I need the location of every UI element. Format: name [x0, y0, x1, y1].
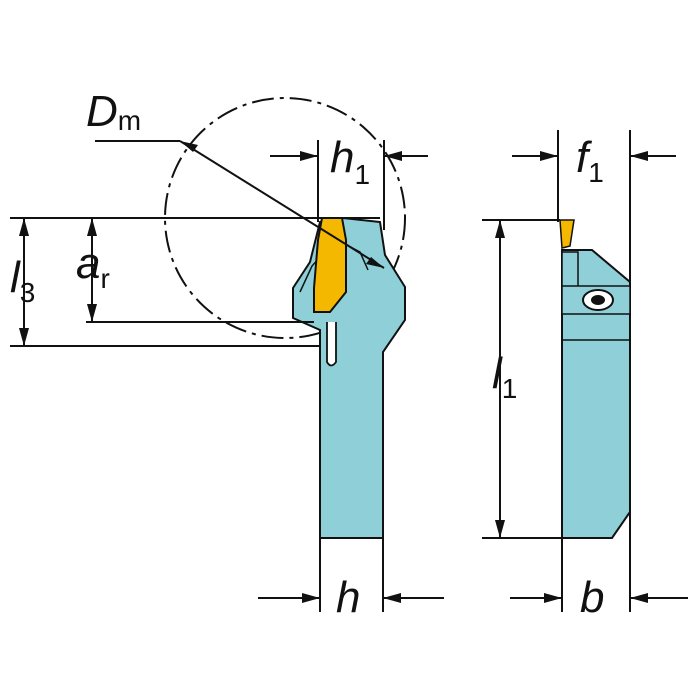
label-f1: f1: [576, 133, 604, 188]
b-arrowhead-left: [544, 593, 562, 603]
side-insert: [559, 219, 575, 249]
ar-arrowhead-top: [87, 218, 97, 236]
l3-arrowhead-bottom: [19, 328, 29, 346]
holder-shank: [292, 216, 406, 539]
h1-arrowhead-right: [384, 151, 402, 161]
label-ar: ar: [76, 239, 110, 294]
f1-arrowhead-left: [540, 151, 558, 161]
label-l3: l3: [10, 253, 35, 308]
h-arrowhead-left: [302, 593, 320, 603]
label-h1: h1: [330, 133, 370, 190]
label-h: h: [336, 573, 360, 622]
h-arrowhead-right: [383, 593, 401, 603]
dm-arrowhead-start: [180, 141, 198, 152]
ar-arrowhead-bottom: [87, 304, 97, 322]
label-dm: Dm: [86, 87, 141, 136]
clamp-screw-head: [591, 295, 605, 305]
h1-arrowhead-left: [300, 151, 318, 161]
machined-diameter-circle: [164, 97, 406, 339]
l1-arrowhead-top: [495, 220, 505, 238]
front-view: Dm h1 l3 ar h: [10, 87, 444, 622]
cutting-insert: [313, 217, 347, 313]
dm-arrow-line: [179, 140, 385, 269]
side-view: f1 l1 b: [482, 130, 688, 622]
label-b: b: [580, 573, 604, 622]
label-l1: l1: [492, 349, 517, 404]
l3-arrowhead-top: [19, 218, 29, 236]
b-arrowhead-right: [630, 593, 648, 603]
l1-arrowhead-bottom: [495, 520, 505, 538]
dm-arrowhead-end: [366, 257, 384, 268]
f1-arrowhead-right: [630, 151, 648, 161]
clamp-slot: [326, 322, 337, 367]
